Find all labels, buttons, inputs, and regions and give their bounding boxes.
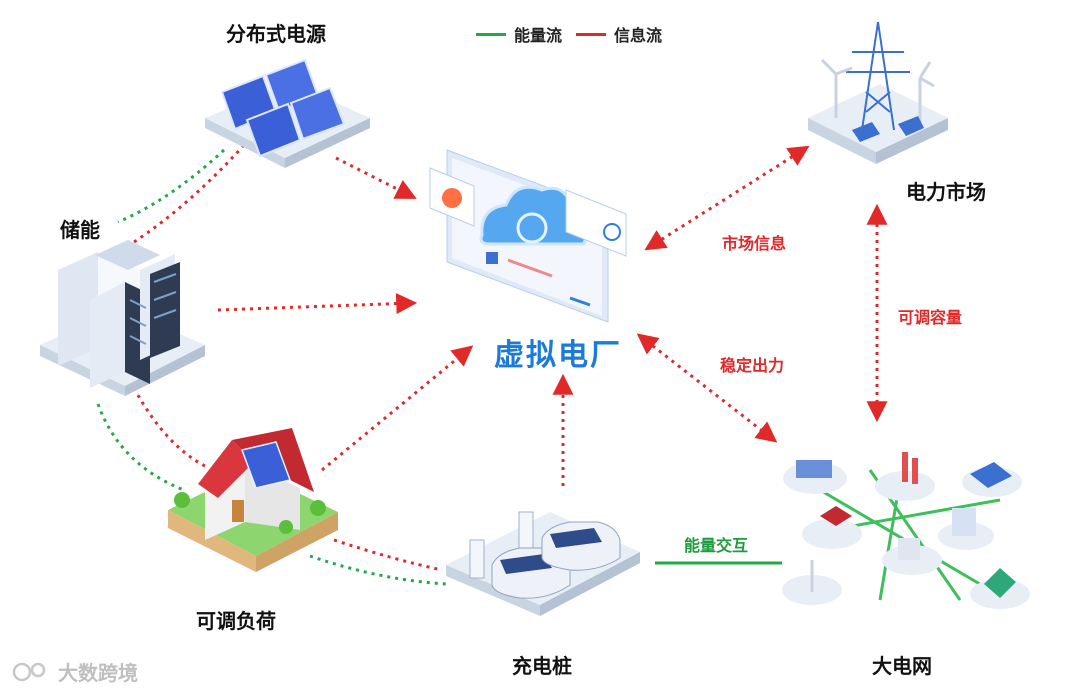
edge-label-energy-interaction: 能量交互 (684, 536, 749, 555)
charging-station-icon (446, 511, 640, 616)
energy-flow-lines (96, 148, 782, 586)
link-solar-storage-red (133, 143, 246, 244)
arrow-load-to-vpp (321, 345, 474, 472)
power-market-icon (808, 21, 948, 164)
label-power-market: 电力市场 (906, 180, 986, 204)
watermark-text: 大数跨境 (58, 661, 138, 685)
info-flow-lines (132, 143, 888, 572)
arrow-solar-to-vpp (335, 156, 417, 199)
label-adjustable-load: 可调负荷 (196, 609, 276, 633)
legend-energy-label: 能量流 (514, 26, 563, 45)
arrow-storage-to-vpp (217, 293, 418, 315)
watermark-logo-icon (12, 662, 46, 681)
watermark: 大数跨境 (12, 657, 138, 686)
solar-panel-icon (205, 58, 370, 168)
label-distributed-power: 分布式电源 (226, 22, 326, 46)
label-charging-pile: 充电桩 (512, 654, 572, 678)
edge-label-stable-output: 稳定出力 (720, 356, 785, 375)
energy-flow-swatch (476, 32, 506, 36)
legend-info-label: 信息流 (614, 26, 663, 45)
link-load-charger-green (309, 554, 447, 586)
label-vpp: 虚拟电厂 (494, 338, 622, 373)
vpp-platform-icon (429, 149, 627, 323)
legend-item-info: 信息流 (576, 22, 662, 46)
edge-label-adjustable-capacity: 可调容量 (898, 308, 963, 327)
link-storage-load-red (132, 387, 206, 468)
info-flow-swatch (576, 32, 607, 36)
legend: 能量流 信息流 (476, 22, 662, 46)
label-grid: 大电网 (872, 654, 932, 678)
link-storage-load-green (96, 403, 185, 492)
edge-label-market-info: 市场信息 (722, 234, 787, 253)
house-icon (168, 428, 338, 572)
grid-icon (782, 452, 1030, 609)
link-solar-storage-green (117, 148, 226, 224)
storage-icon (40, 240, 205, 396)
label-storage: 储能 (60, 218, 100, 242)
link-load-charger-red (333, 538, 443, 572)
legend-item-energy: 能量流 (476, 22, 562, 46)
